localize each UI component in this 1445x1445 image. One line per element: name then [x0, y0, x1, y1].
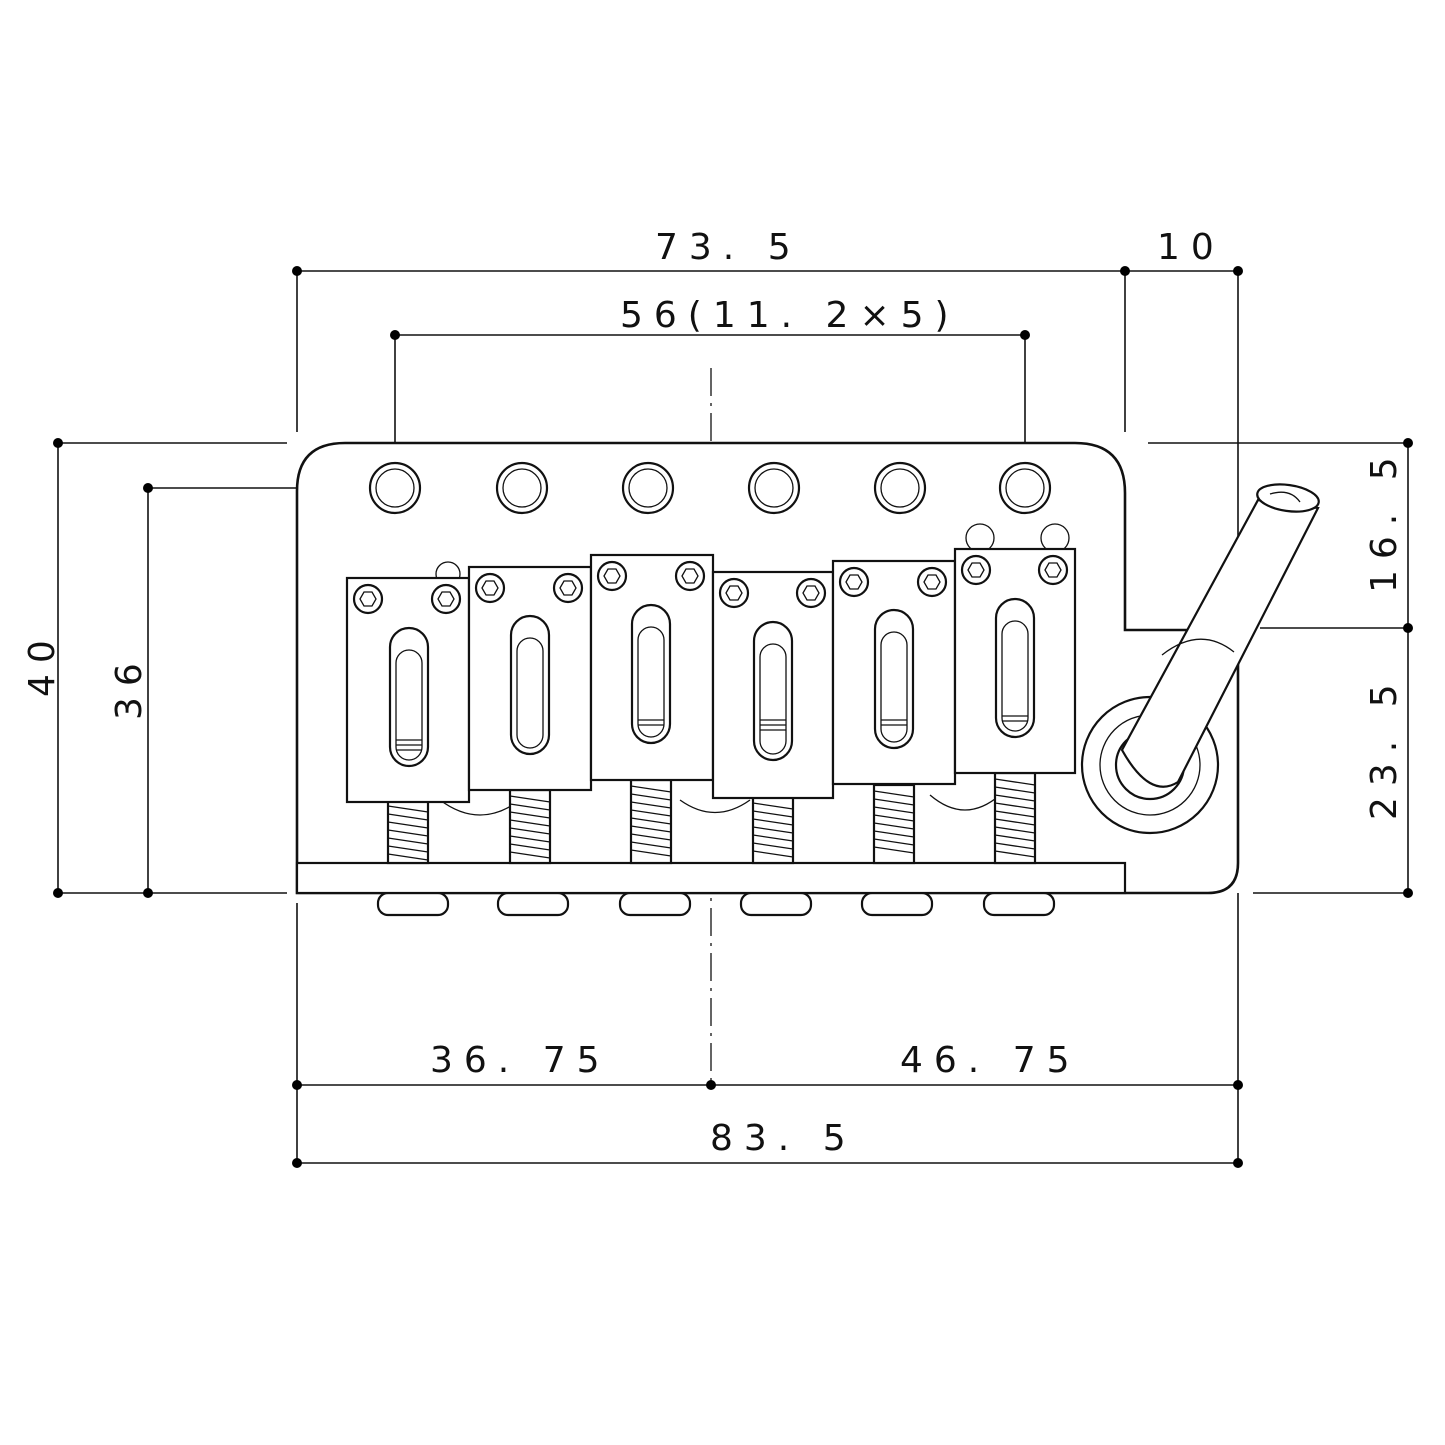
spring — [386, 798, 430, 865]
spring — [993, 771, 1037, 865]
dim-bottom-right: 46. 75 — [900, 1040, 1081, 1081]
dim-left-outer: 40 — [22, 629, 63, 697]
dim-top-total: 73. 5 — [655, 227, 802, 268]
spring — [629, 778, 673, 865]
mounting-screw-heads — [376, 891, 1056, 917]
dim-bottom-left: 36. 75 — [430, 1040, 611, 1081]
saddles — [345, 547, 1077, 804]
saddle — [589, 553, 715, 782]
dim-top-right: 10 — [1157, 227, 1225, 268]
dim-bottom-total: 83. 5 — [710, 1118, 857, 1159]
dim-right-bottom: 23. 5 — [1364, 673, 1405, 820]
string-hole — [747, 461, 801, 515]
string-hole — [621, 461, 675, 515]
saddle — [345, 576, 471, 804]
string-hole — [998, 461, 1052, 515]
base-strip — [295, 861, 1127, 895]
spring — [508, 788, 552, 865]
dim-right-top: 16. 5 — [1364, 446, 1405, 593]
saddle — [711, 570, 835, 800]
string-hole — [873, 461, 927, 515]
string-holes — [368, 461, 1052, 515]
tremolo-arm — [1080, 483, 1320, 835]
saddle — [467, 565, 593, 792]
string-hole — [368, 461, 422, 515]
saddle — [953, 547, 1077, 775]
spring — [872, 783, 916, 865]
dim-left-inner: 36 — [109, 652, 150, 720]
dimension-lines — [57, 270, 1409, 1165]
saddle — [831, 559, 957, 786]
dimension-dots — [53, 266, 1413, 1168]
dim-hole-spacing: 56(11. 2×5) — [620, 295, 960, 336]
string-hole — [495, 461, 549, 515]
spring — [751, 795, 795, 865]
